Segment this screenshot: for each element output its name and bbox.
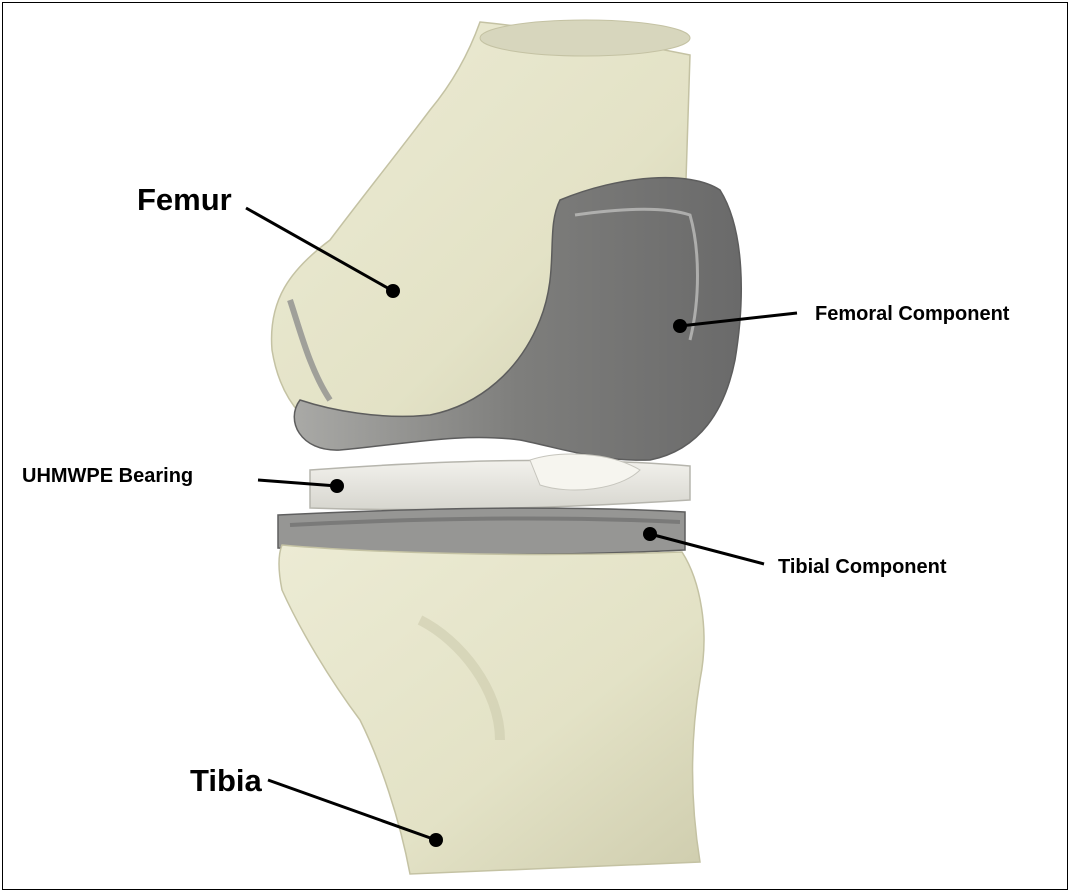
label-uhmwpe-bearing: UHMWPE Bearing bbox=[22, 466, 193, 486]
tibial-component-dot bbox=[643, 527, 657, 541]
label-femoral-component: Femoral Component bbox=[815, 304, 1009, 324]
bearing-leader bbox=[258, 480, 337, 486]
femur-dot bbox=[386, 284, 400, 298]
femoral-component-leader bbox=[680, 313, 797, 326]
tibial-component-leader bbox=[650, 534, 764, 564]
tibia-leader bbox=[268, 780, 436, 840]
femoral-component-dot bbox=[673, 319, 687, 333]
femur-leader bbox=[246, 208, 393, 291]
label-tibia: Tibia bbox=[190, 765, 262, 796]
bearing-dot bbox=[330, 479, 344, 493]
label-femur: Femur bbox=[137, 184, 232, 215]
label-tibial-component: Tibial Component bbox=[778, 557, 947, 577]
tibia-dot bbox=[429, 833, 443, 847]
